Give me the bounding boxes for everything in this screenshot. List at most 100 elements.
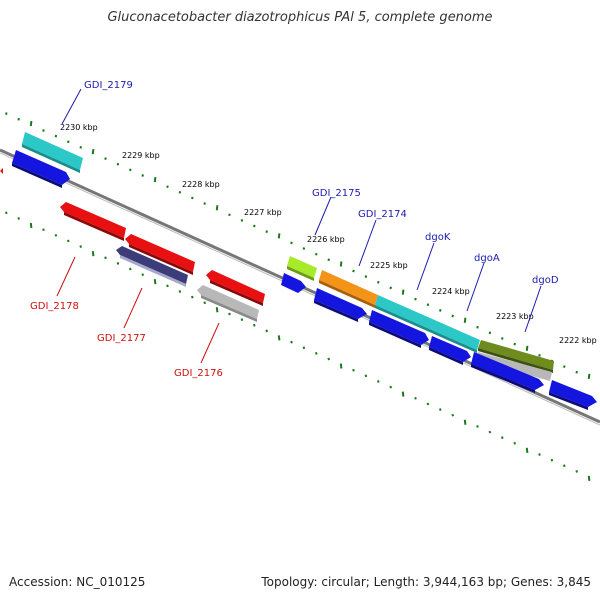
ruler-tick bbox=[191, 196, 194, 200]
feature-dgoa[interactable] bbox=[478, 340, 554, 373]
ruler-tick bbox=[228, 213, 231, 217]
ruler-tick bbox=[327, 258, 330, 262]
ruler-tick bbox=[240, 219, 244, 222]
ruler-tick bbox=[401, 289, 405, 295]
ruler-tick bbox=[352, 269, 355, 273]
gene-label-gdi-2175: GDI_2175 bbox=[312, 188, 361, 199]
ruler-tick bbox=[339, 363, 343, 369]
feature-gdi-2175[interactable] bbox=[287, 256, 317, 281]
gene-label-dgod: dgoD bbox=[532, 275, 559, 286]
ruler-tick bbox=[240, 318, 244, 321]
ruler-tick bbox=[389, 385, 392, 389]
ruler-tick bbox=[166, 185, 169, 189]
feature-gdi-2176[interactable] bbox=[197, 285, 259, 322]
gene-label-gdi-2174: GDI_2174 bbox=[358, 209, 407, 220]
ruler-tick bbox=[575, 370, 578, 374]
ruler-tick bbox=[178, 290, 182, 293]
tick-label-2225: 2225 kbp bbox=[370, 261, 408, 270]
ruler-tick bbox=[575, 470, 578, 473]
ruler-tick bbox=[476, 325, 479, 329]
ruler-tick bbox=[91, 148, 95, 155]
leader-lines bbox=[56, 88, 542, 364]
ruler-tick bbox=[5, 112, 8, 115]
feature-red-3[interactable] bbox=[206, 270, 265, 306]
tick-label-2222: 2222 kbp bbox=[559, 336, 597, 345]
ruler-tick bbox=[426, 402, 430, 406]
ruler-tick bbox=[389, 286, 392, 290]
ruler-tick bbox=[253, 224, 256, 228]
ruler-tick bbox=[42, 228, 45, 232]
accession-text: Accession: NC_010125 bbox=[9, 575, 146, 589]
ruler-tick bbox=[17, 117, 20, 121]
map-title: Gluconacetobacter diazotrophicus PAl 5, … bbox=[107, 10, 493, 25]
feature-gdi-2174[interactable] bbox=[319, 270, 378, 308]
tick-label-2230: 2230 kbp bbox=[60, 123, 98, 132]
ruler-tick bbox=[339, 261, 343, 267]
ruler-tick bbox=[563, 365, 566, 368]
feature-gdi-2178[interactable] bbox=[60, 202, 126, 241]
ruler-tick bbox=[141, 174, 144, 177]
ruler-bottom bbox=[5, 211, 591, 482]
feature-gdi-2177[interactable] bbox=[116, 246, 188, 287]
ruler-tick bbox=[265, 230, 268, 234]
ruler-tick bbox=[525, 345, 529, 351]
tick-label-2229: 2229 kbp bbox=[122, 151, 160, 160]
ruler-tick bbox=[439, 408, 442, 411]
tick-label-2227: 2227 kbp bbox=[244, 208, 282, 217]
ruler-tick bbox=[203, 202, 206, 205]
gene-label-gdi-2178: GDI_2178 bbox=[30, 301, 79, 312]
feature-blue-3[interactable] bbox=[314, 288, 367, 322]
feature-blue-5[interactable] bbox=[429, 336, 471, 365]
ruler-tick bbox=[315, 351, 318, 355]
ruler-tick bbox=[277, 233, 281, 239]
ruler-tick bbox=[290, 241, 293, 245]
feature-blue-4[interactable] bbox=[369, 310, 429, 348]
ruler-tick bbox=[54, 233, 58, 237]
genome-summary-text: Topology: circular; Length: 3,944,163 bp… bbox=[261, 575, 591, 589]
ruler-tick bbox=[54, 134, 58, 138]
ruler-tick bbox=[5, 211, 8, 215]
feature-dgok[interactable] bbox=[375, 295, 480, 353]
ruler-tick bbox=[153, 177, 157, 183]
ruler-tick bbox=[215, 307, 219, 313]
feature-dgoa-gray[interactable] bbox=[476, 352, 552, 381]
ruler-tick bbox=[166, 284, 169, 288]
ruler-tick bbox=[129, 267, 132, 271]
ruler-tick bbox=[476, 425, 479, 428]
ruler-tick bbox=[525, 447, 529, 453]
ruler-tick bbox=[315, 252, 318, 256]
ruler-tick bbox=[178, 190, 182, 194]
ruler-tick bbox=[501, 337, 504, 340]
ruler-tick bbox=[67, 239, 70, 243]
ruler-tick bbox=[203, 301, 206, 305]
ruler-tick bbox=[91, 250, 95, 257]
feature-blue-7[interactable] bbox=[549, 380, 597, 410]
ruler-tick bbox=[141, 273, 144, 277]
gene-label-dgok: dgoK bbox=[425, 232, 451, 243]
feature-blue-1[interactable] bbox=[12, 150, 70, 188]
ruler-tick bbox=[587, 373, 591, 380]
feature-red-edge bbox=[0, 168, 3, 174]
feature-red-2[interactable] bbox=[125, 234, 195, 275]
tick-label-2228: 2228 kbp bbox=[182, 180, 220, 189]
ruler-tick bbox=[377, 380, 380, 383]
ruler-tick bbox=[327, 357, 330, 361]
feature-gdi-2179[interactable] bbox=[22, 132, 83, 173]
feature-blue-2[interactable] bbox=[281, 273, 306, 293]
ruler-tick bbox=[17, 217, 20, 220]
ruler-tick bbox=[401, 391, 405, 397]
ruler-tick bbox=[426, 303, 430, 307]
ruler-tick bbox=[29, 222, 33, 229]
ruler-tick bbox=[414, 396, 417, 400]
ruler-tick bbox=[215, 205, 219, 211]
ruler-tick bbox=[538, 353, 541, 357]
tick-label-2223: 2223 kbp bbox=[496, 312, 534, 321]
ruler-tick bbox=[451, 413, 454, 417]
ruler-top bbox=[5, 112, 591, 380]
feature-blue-6[interactable] bbox=[471, 352, 544, 393]
ruler-tick bbox=[513, 441, 516, 445]
ruler-tick bbox=[550, 458, 554, 462]
ruler-tick bbox=[364, 275, 368, 279]
ruler-tick bbox=[352, 368, 355, 372]
